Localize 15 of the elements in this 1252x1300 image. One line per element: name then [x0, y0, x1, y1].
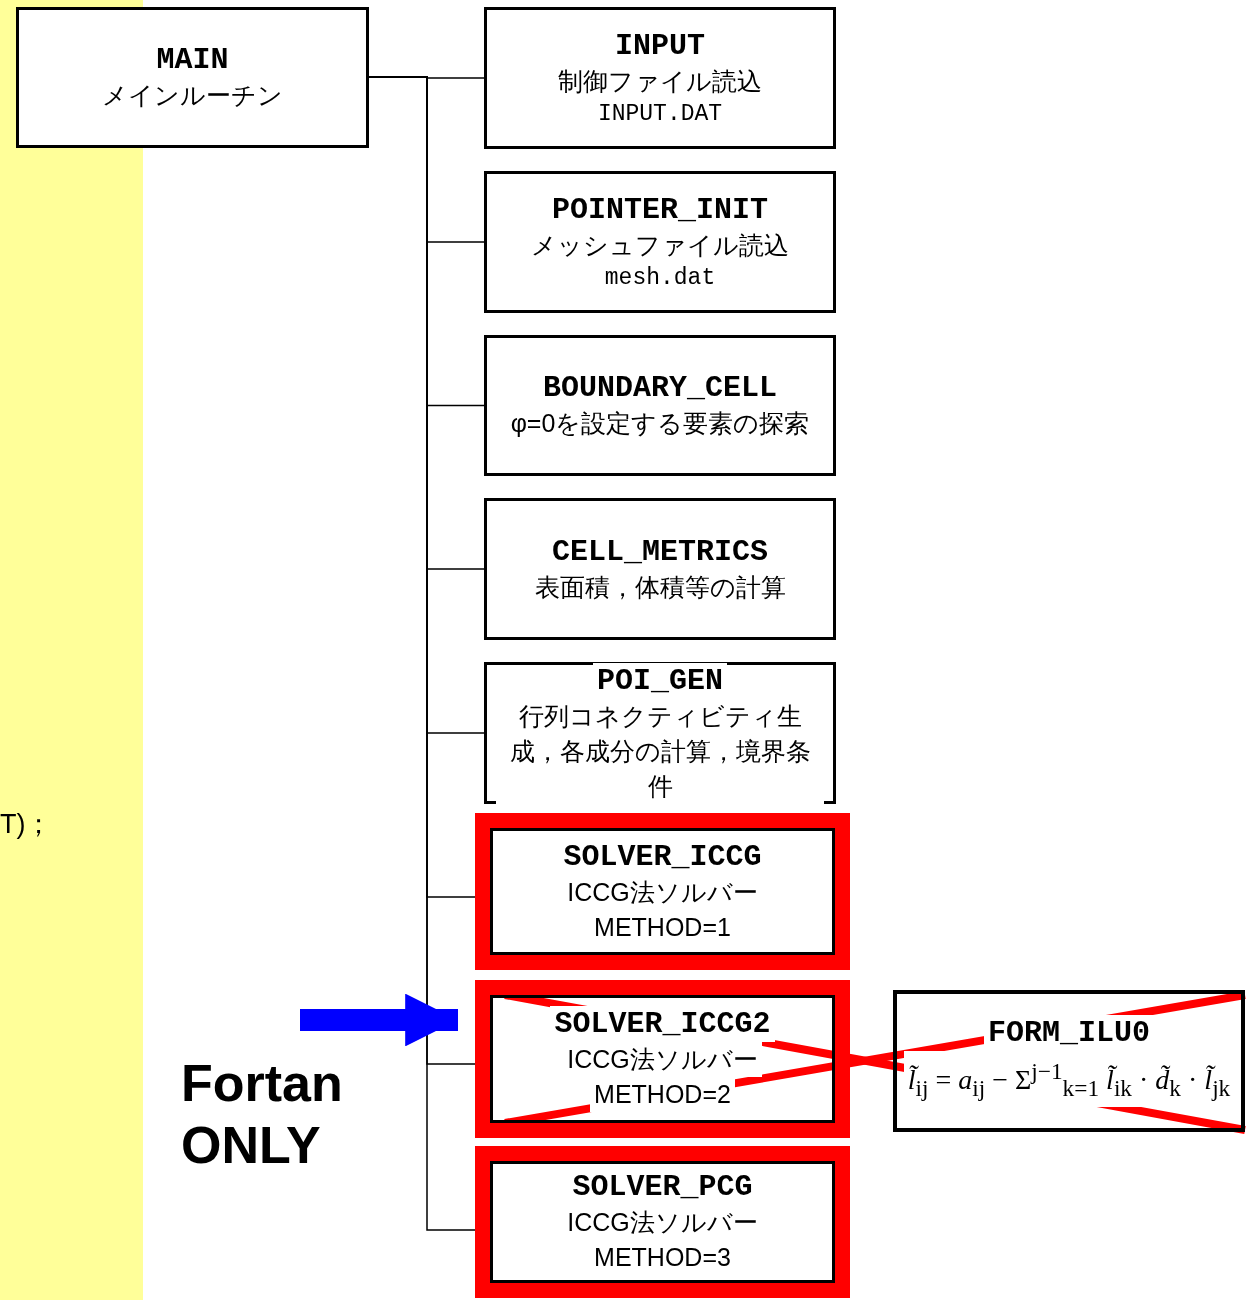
highlighted-box [475, 813, 850, 970]
process-box [484, 498, 836, 640]
process-box [484, 335, 836, 476]
process-box [484, 171, 836, 313]
process-box [484, 662, 836, 804]
text-fragment: T)； [0, 808, 53, 841]
node-text: METHOD=2 [590, 1077, 735, 1112]
process-box [16, 7, 369, 148]
process-box [893, 990, 1245, 1132]
note-text: Fortan ONLY [181, 1053, 344, 1177]
highlighted-box [475, 980, 850, 1138]
node-title: SOLVER_ICCG2 [550, 1006, 775, 1042]
arrow [300, 993, 458, 1047]
process-box [484, 7, 836, 149]
highlighted-box [475, 1146, 850, 1298]
